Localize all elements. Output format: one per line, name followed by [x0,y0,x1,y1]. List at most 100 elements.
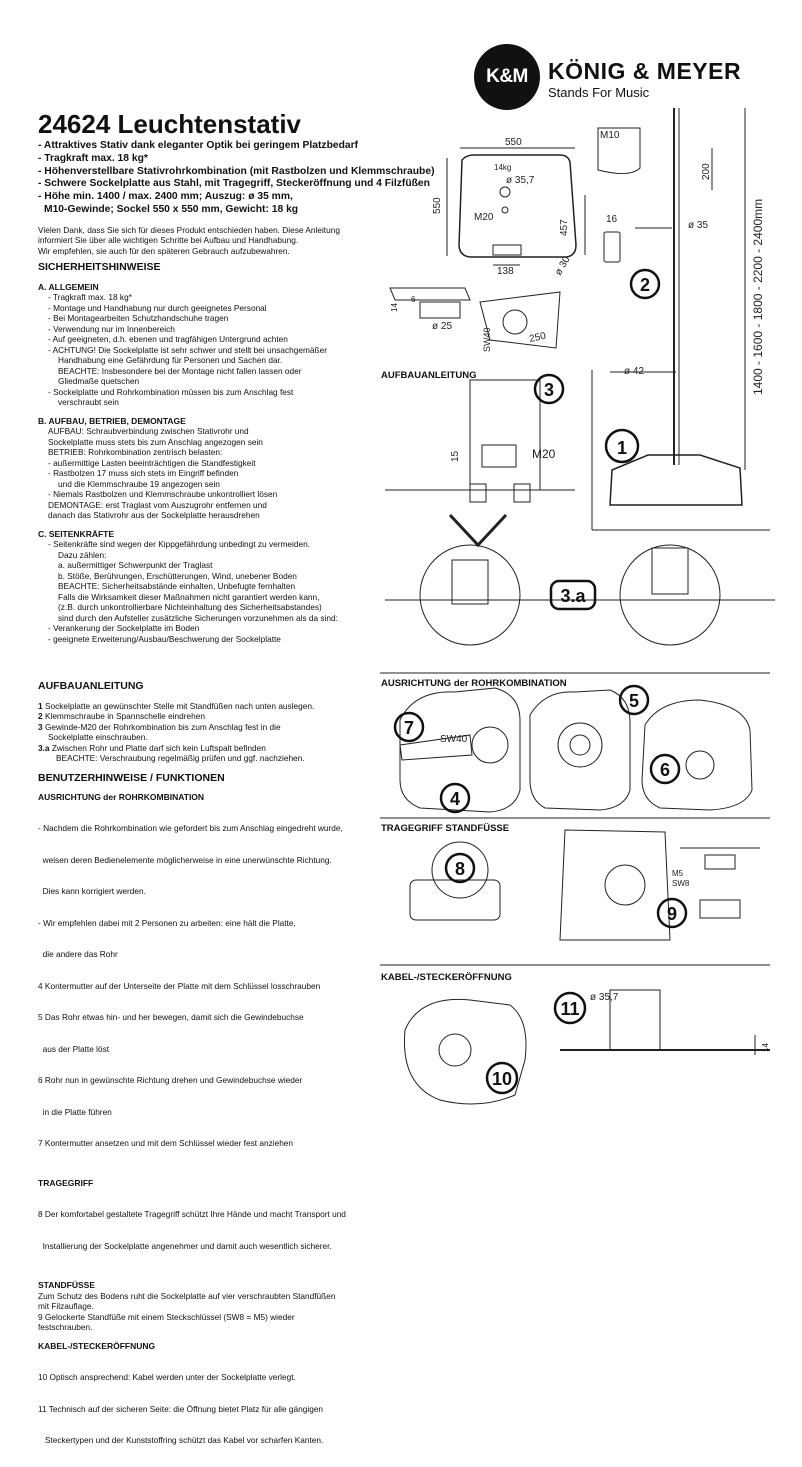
assembly-step: 3.a Zwischen Rohr und Platte darf sich k… [38,742,266,753]
safety-a-line: verschraubt sein [58,397,119,407]
socket-wrench [699,899,741,919]
tube-socket [685,750,715,780]
dim-label: 15 [450,450,461,462]
step-badge-6 [649,753,681,785]
alignment-line: die andere das Rohr [38,949,118,959]
felt-foot [704,854,736,870]
safety-c-line: Falls die Wirksamkeit dieser Maßnahmen n… [58,591,320,602]
tube-end-bad [651,547,689,595]
assembly-step: 1 Sockelplatte an gewünschter Stelle mit… [38,700,315,711]
safety-b-line: AUFBAU: Schraubverbindung zwischen Stati… [48,426,249,436]
safety-c-line: sind durch den Aufsteller zusätzliche Si… [58,612,338,623]
safety-c-list: - Seitenkräfte sind wegen der Kippgefähr… [38,539,393,644]
assembly-section: AUFBAUANLEITUNG 1 Sockelplatte an gewüns… [38,681,393,764]
alignment-heading: AUSRICHTUNG der ROHRKOMBINATION [38,791,205,802]
alignment-line: 6 Rohr nun in gewünschte Richtung drehen… [38,1075,303,1085]
dim-label: 457 [559,219,570,236]
handle-line: Installierung der Sockelplatte angenehme… [38,1240,332,1251]
feature-item: - Höhe min. 1400 / max. 2400 mm; Auszug:… [38,191,293,203]
safety-c-line: - Verankerung der Sockelplatte im Boden [48,623,200,633]
section-label-aufbau: AUFBAUANLEITUNG [381,370,477,381]
feature-item: - Attraktives Stativ dank eleganter Opti… [38,140,359,151]
step-badge-7 [393,711,425,743]
section-label-ausrichtung: AUSRICHTUNG der ROHRKOMBINATION [381,678,567,689]
badge-number: 5 [629,691,639,711]
height-range-label: 1400 - 1600 - 1800 - 2200 - 2400mm [751,199,765,395]
step-badge-10 [485,1061,519,1095]
detail-circle [431,841,489,899]
plate-profile [389,287,471,301]
safety-c-line: - Seitenkräfte sind wegen der Kippgefähr… [48,539,310,549]
assembly-steps: 1 Sockelplatte an gewünschter Stelle mit… [38,701,393,764]
brand-name: KÖNIG & MEYER [548,58,742,84]
page-title: 24624 Leuchtenstativ [38,109,302,139]
wrench-head [502,309,528,335]
assembly-step: BEACHTE: Verschraubung regelmäßig prüfen… [56,753,305,763]
feature-list: - Attraktives Stativ dank eleganter Opti… [38,140,438,217]
handle-line: 8 Der komfortabel gestaltete Tragegriff … [38,1209,346,1219]
carry-handle [409,879,501,921]
dim-label: 14 [390,303,399,312]
dim-label: ø 35,7 [590,992,619,1003]
badge-number: 3 [544,380,554,400]
dim-label: 16 [606,214,618,225]
m20-thread [481,444,517,468]
dim-label: M10 [600,130,620,141]
safety-c-line: - geeignete Erweiterung/Ausbau/Beschweru… [48,633,281,644]
cable-heading: KABEL-/STECKERÖFFNUNG [38,1340,156,1351]
safety-a-line: - Montage und Handhabung nur durch geeig… [48,302,267,313]
assembly-step: 3 Gewinde-M20 der Rohrkombination bis zu… [38,721,281,732]
dim-label: 138 [497,266,514,277]
plate-hole [501,206,509,214]
cable-ring [438,1033,472,1067]
stand-base [609,454,743,506]
intro-line: Wir empfehlen, sie auch für den späteren… [38,245,290,256]
step-badge-2 [629,268,661,300]
dim-label: ø 42 [624,366,644,377]
dim-label: 550 [432,197,443,214]
feet-line: Zum Schutz des Bodens ruht die Sockelpla… [38,1290,336,1301]
step-badge-9 [656,897,688,929]
plate-topside [641,699,753,811]
feature-item: - Schwere Sockelplatte aus Stahl, mit Tr… [38,178,430,190]
thread-socket-inner [569,734,591,756]
tube-assembly [469,379,541,491]
assembly-heading: AUFBAUANLEITUNG [38,680,144,692]
feature-item: - Höhenverstellbare Stativrohrkombinatio… [38,165,435,177]
plate-insert [469,483,487,503]
feature-item: - Tragkraft max. 18 kg* [38,152,148,164]
alignment-line: weisen deren Bedienelemente möglicherwei… [38,854,332,865]
dim-label: ø 30 [553,254,573,277]
handle-list: 8 Der komfortabel gestaltete Tragegriff … [38,1188,388,1272]
badge-number: 4 [450,789,460,809]
safety-a-line: Handhabung eine Gefährdung für Personen … [58,355,283,365]
safety-a-line: - ACHTUNG! Die Sockelplatte ist sehr sch… [48,344,327,355]
safety-a-line: - Auf geeigneten, d.h. ebenen und tragfä… [48,334,288,344]
badge-number: 7 [404,718,414,738]
tube-end [609,989,661,1051]
safety-a-line: - Sockelplatte und Rohrkombination müsse… [48,386,294,397]
step-badge-3 [533,373,565,405]
feet-line: 9 Gelockerte Standfüße mit einem Stecksc… [38,1311,295,1322]
section-label-tragegriff: TRAGEGRIFF STANDFÜSSE [381,823,509,834]
dim-label: M5 [672,869,684,878]
safety-b-list: AUFBAU: Schraubverbindung zwischen Stati… [38,426,393,521]
plate-underside-2 [529,689,631,811]
safety-b-line: - außermittige Lasten beeinträchtigen di… [48,457,256,468]
foot-detail [604,864,646,906]
safety-a-line: Gliedmaße quetschen [58,376,140,386]
safety-c-line: BEACHTE: Sicherheitsabstände einhalten, … [58,581,296,591]
dim-label: M20 [532,447,556,461]
safety-b-heading: B. AUFBAU, BETRIEB, DEMONTAGE [38,415,186,426]
badge-number: 3.a [560,586,586,606]
dim-label: ø 35 [688,220,708,231]
cable-line: 11 Technisch auf der sicheren Seite: die… [38,1403,324,1414]
dim-label: SW40 [440,734,468,745]
alignment-line: - Nachdem die Rohrkombination wie geford… [38,823,343,833]
alignment-line: Dies kann korrigiert werden. [38,886,146,896]
safety-c-line: a. außermittiger Schwerpunkt der Traglas… [58,560,213,570]
detail-circle-bad [619,544,721,646]
safety-b-line: danach das Stativrohr aus der Sockelplat… [48,510,260,520]
handle-heading: TRAGEGRIFF [38,1177,94,1188]
badge-number: 6 [660,760,670,780]
